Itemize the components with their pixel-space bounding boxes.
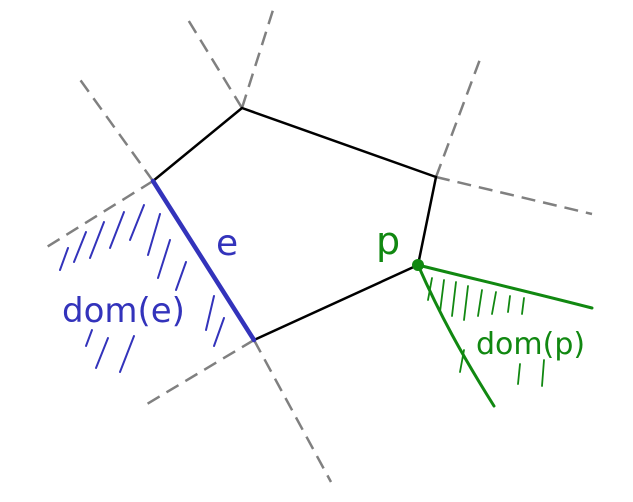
- polygon: [151, 106, 438, 342]
- hatch-mark: [119, 335, 135, 373]
- hatch-mark: [439, 279, 445, 313]
- ray-bottom-down: [252, 339, 333, 483]
- polygon-edge: [240, 106, 438, 179]
- edge-e: [150, 178, 257, 343]
- edge-label: e: [216, 223, 238, 264]
- ray-right-up: [434, 53, 484, 178]
- hatch-mark: [95, 337, 109, 369]
- dom-p-upper-boundary: [416, 263, 594, 310]
- dom-p-hatching: [427, 277, 545, 387]
- hatch-mark: [541, 359, 545, 387]
- hatch-mark: [89, 221, 105, 259]
- dom-e-hatching: [59, 204, 225, 373]
- dom-e-label: dom(e): [62, 291, 185, 331]
- hatch-mark: [59, 247, 69, 271]
- polygon-edge: [416, 175, 438, 267]
- hatch-mark: [175, 261, 187, 291]
- hatch-mark: [85, 329, 93, 347]
- dashed-bisectors: [41, 9, 593, 483]
- ray-bottom-left: [141, 338, 255, 409]
- hatch-mark: [477, 289, 483, 317]
- dom-p-lower-boundary: [416, 263, 496, 408]
- hatch-mark: [517, 363, 521, 385]
- hatch-mark: [109, 211, 125, 249]
- hatch-mark: [427, 277, 433, 301]
- hatch-mark: [157, 239, 171, 279]
- hatch-mark: [213, 317, 225, 347]
- hatch-mark: [73, 231, 87, 263]
- ray-left-up: [74, 73, 155, 182]
- polygon-edge: [151, 106, 244, 183]
- hatch-mark: [463, 285, 469, 321]
- hatch-mark: [451, 281, 457, 317]
- ray-right-horizontal: [435, 175, 593, 216]
- hatch-mark: [205, 295, 215, 331]
- polygon-edge: [252, 263, 420, 342]
- ray-top-right-up: [240, 9, 275, 109]
- hatch-mark: [507, 295, 511, 313]
- ray-top-left-up: [185, 17, 244, 109]
- point-p: [412, 259, 424, 271]
- hatch-mark: [459, 349, 465, 373]
- hatch-mark: [521, 297, 525, 315]
- hatch-mark: [129, 204, 145, 241]
- dom-p-label: dom(p): [476, 327, 585, 362]
- hatch-mark: [491, 291, 497, 315]
- point-label: p: [376, 219, 400, 263]
- hatch-mark: [147, 213, 161, 256]
- dom-p-boundary: [416, 263, 594, 408]
